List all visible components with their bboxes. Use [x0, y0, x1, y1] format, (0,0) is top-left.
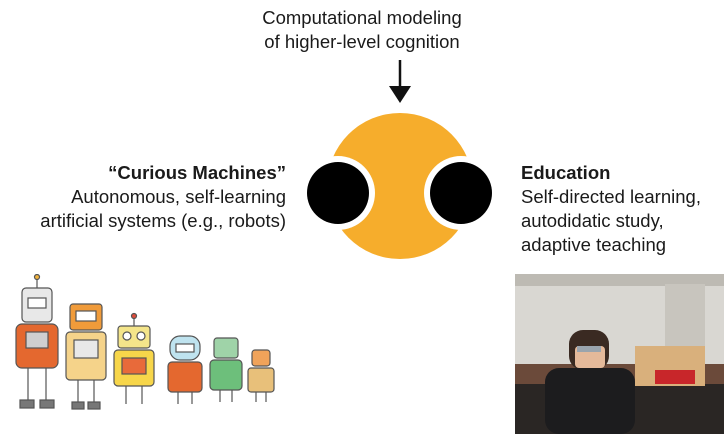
robot-4	[167, 335, 203, 404]
robots-illustration	[15, 274, 275, 410]
right-eye	[430, 162, 492, 224]
left-eye	[307, 162, 369, 224]
robot-3	[113, 312, 155, 404]
center-logo-icon	[301, 113, 498, 259]
curious-machines-line2: artificial systems (e.g., robots)	[40, 210, 286, 231]
center-orange-circle	[327, 113, 473, 259]
education-line2: autodidatic study,	[521, 210, 664, 231]
workshop-photo	[515, 274, 724, 434]
robot-2	[65, 303, 107, 410]
education-block: Education Self-directed learning, autodi…	[521, 161, 701, 257]
robot-5	[209, 337, 243, 402]
education-line1: Self-directed learning,	[521, 186, 701, 207]
top-caption-line2: of higher-level cognition	[264, 31, 460, 52]
top-caption-line1: Computational modeling	[262, 7, 462, 28]
down-arrow-icon	[389, 60, 411, 103]
curious-machines-line1: Autonomous, self-learning	[71, 186, 286, 207]
robot-1	[15, 274, 59, 409]
education-line3: adaptive teaching	[521, 234, 667, 255]
top-caption: Computational modeling of higher-level c…	[0, 6, 724, 54]
education-title: Education	[521, 162, 611, 183]
curious-machines-block: “Curious Machines” Autonomous, self-lear…	[40, 161, 286, 233]
curious-machines-title: “Curious Machines”	[108, 162, 286, 183]
robot-6	[247, 349, 275, 402]
